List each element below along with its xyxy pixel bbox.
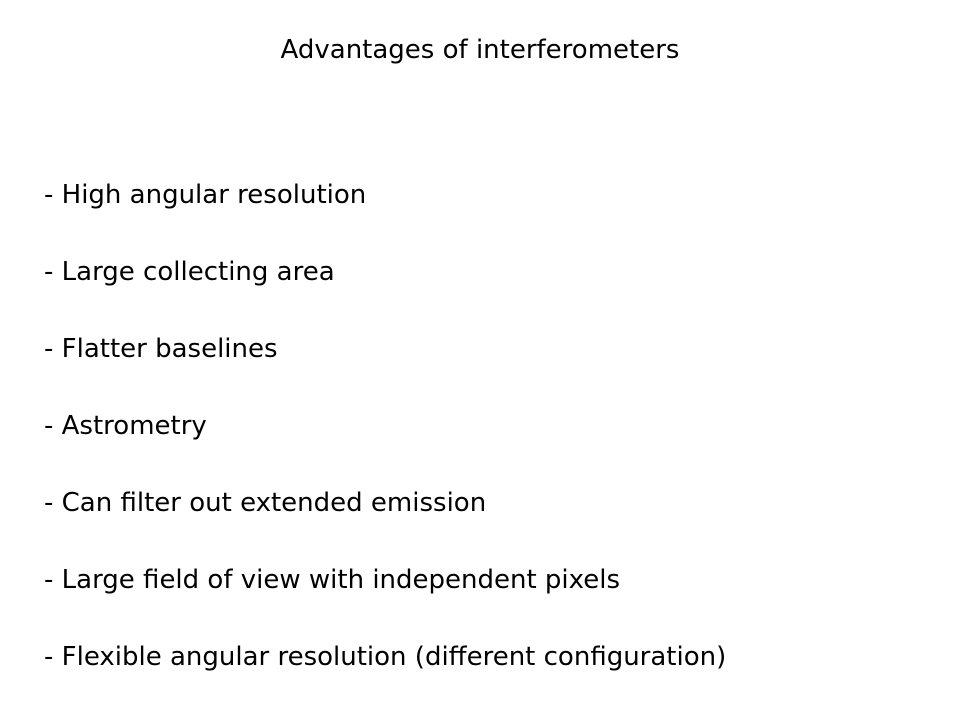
bullet-item: - Can filter out extended emission <box>44 488 487 518</box>
bullet-item: - Large collecting area <box>44 257 335 287</box>
slide-title: Advantages of interferometers <box>280 35 680 65</box>
bullet-item: - High angular resolution <box>44 180 367 210</box>
bullet-item: - Flexible angular resolution (different… <box>44 642 727 672</box>
bullet-item: - Astrometry <box>44 411 207 441</box>
bullet-item: - Flatter baselines <box>44 334 278 364</box>
bullet-item: - Large field of view with independent p… <box>44 565 621 595</box>
bullet-list: - High angular resolution - Large collec… <box>44 176 726 715</box>
